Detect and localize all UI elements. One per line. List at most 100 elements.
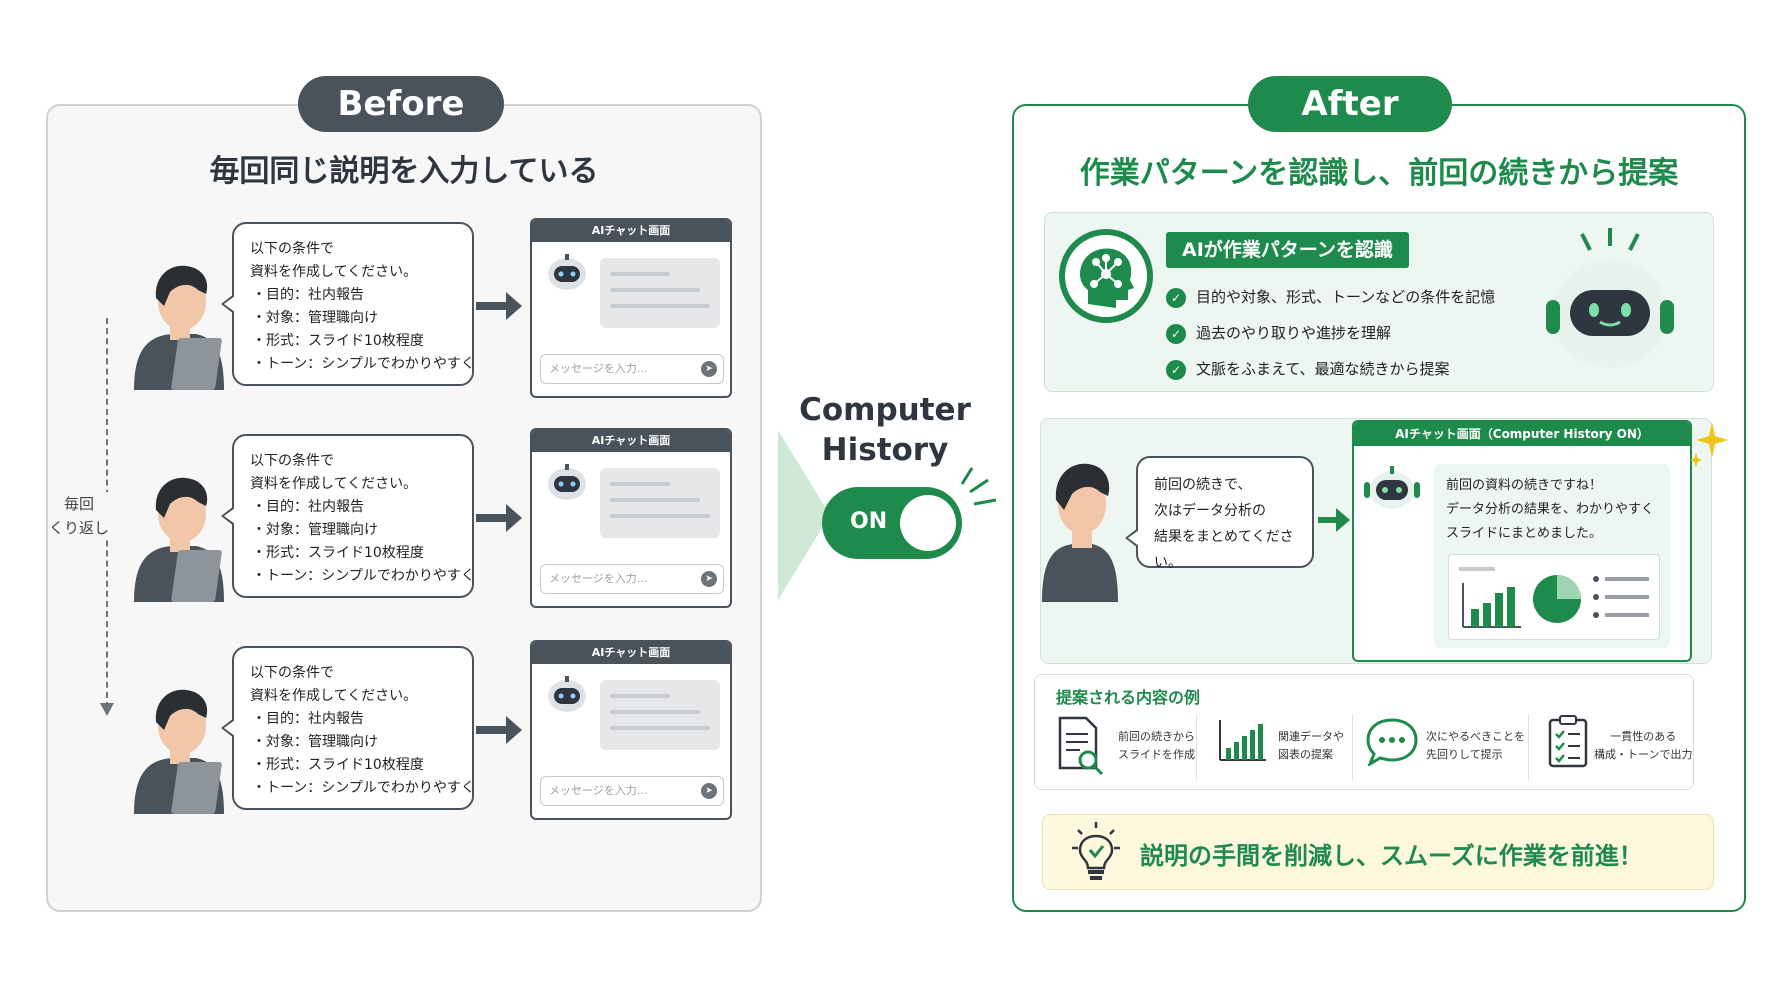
chat-window-title: AIチャット画面 <box>532 430 730 452</box>
before-title: 毎回同じ説明を入力している <box>209 154 599 189</box>
repeat-arrow-head <box>100 703 114 716</box>
ai-message-placeholder <box>600 258 720 328</box>
ai-chat-window: AIチャット画面 メッセージを入力...➤ <box>530 218 732 398</box>
after-badge: After <box>1248 76 1452 132</box>
right-arrow-icon <box>476 292 522 320</box>
prompt-item: ・対象：管理職向け <box>252 734 378 750</box>
example-divider <box>1528 714 1529 780</box>
example-divider <box>1196 714 1197 780</box>
person-icon <box>134 265 224 390</box>
right-arrow-icon <box>476 716 522 744</box>
ai-message-placeholder <box>600 680 720 750</box>
toggle-spark-icon <box>960 467 997 506</box>
repeat-label-2: くり返し <box>48 519 109 537</box>
checklist-icon <box>1548 715 1588 768</box>
prompt-line: 以下の条件で <box>250 453 334 469</box>
prompt-item: ・トーン：シンプルでわかりやすく <box>252 780 475 796</box>
generated-slide <box>1448 554 1660 640</box>
example-divider <box>1352 714 1353 780</box>
before-badge: Before <box>298 76 504 132</box>
repeat-label-1: 毎回 <box>63 495 94 513</box>
document-search-icon <box>1058 716 1104 776</box>
user-prompt-bubble: 以下の条件で 資料を作成してください。 ・目的：社内報告 ・対象：管理職向け ・… <box>221 434 475 598</box>
robot-icon <box>548 254 586 290</box>
prompt-line: 資料を作成してください。 <box>250 476 418 492</box>
example-text: 次にやるべきことを先回りして提示 <box>1426 730 1525 761</box>
prompt-item: ・目的：社内報告 <box>252 711 364 727</box>
prompt-line: 以下の条件で <box>250 665 334 681</box>
chat-window-title: AIチャット画面（Computer History ON） <box>1354 422 1690 446</box>
prompt-line: 資料を作成してください。 <box>250 264 418 280</box>
prompt-item: ・目的：社内報告 <box>252 287 364 303</box>
reply-line: 前回の資料の続きですね！ <box>1446 478 1603 493</box>
ai-message-placeholder <box>600 468 720 538</box>
computer-history-toggle[interactable]: ON <box>822 487 962 559</box>
sparkle-icon <box>1690 422 1728 468</box>
message-input[interactable]: メッセージを入力...➤ <box>540 776 724 806</box>
ai-chat-window-on: AIチャット画面（Computer History ON） 前回の資料の続きです… <box>1352 420 1692 662</box>
robot-icon <box>548 464 586 500</box>
pie-chart-icon <box>1533 575 1581 623</box>
robot-icon <box>1546 228 1674 368</box>
prompt-item: ・形式：スライド10枚程度 <box>252 757 424 773</box>
repeat-label: 毎回 くり返し <box>48 492 110 540</box>
request-line: 前回の続きで、 <box>1154 477 1252 493</box>
computer-history-label-1: Computer <box>799 392 971 428</box>
request-line: 次はデータ分析の <box>1154 503 1266 519</box>
send-icon[interactable]: ➤ <box>701 783 717 799</box>
chat-bubble-icon <box>1366 718 1418 766</box>
message-input[interactable]: メッセージを入力...➤ <box>540 564 724 594</box>
reply-line: スライドにまとめました。 <box>1446 526 1603 541</box>
prompt-item: ・対象：管理職向け <box>252 310 378 326</box>
right-arrow-icon <box>476 504 522 532</box>
person-icon <box>1042 463 1118 602</box>
toggle-knob <box>900 495 956 551</box>
send-icon[interactable]: ➤ <box>701 571 717 587</box>
prompt-item: ・トーン：シンプルでわかりやすく <box>252 568 475 584</box>
conclusion-text: 説明の手間を削減し、スムーズに作業を前進！ <box>1140 842 1643 870</box>
check-icon: ✓ <box>1166 287 1186 308</box>
check-item-1: ✓目的や対象、形式、トーンなどの条件を記憶 <box>1166 286 1495 308</box>
transition-arrow-icon <box>778 430 830 600</box>
reply-line: データ分析の結果を、わかりやすく <box>1446 502 1655 517</box>
check-item-2: ✓過去のやり取りや進捗を理解 <box>1166 322 1391 344</box>
computer-history-label: Computer History <box>790 390 980 470</box>
example-text: 関連データや図表の提案 <box>1278 730 1344 761</box>
user-request-bubble: 前回の続きで、 次はデータ分析の 結果をまとめてください。 <box>1125 456 1314 571</box>
examples-box <box>1034 674 1694 790</box>
prompt-item: ・対象：管理職向け <box>252 522 378 538</box>
list-lines-icon <box>1593 576 1649 618</box>
toggle-on-label: ON <box>850 509 888 534</box>
example-text: 一貫性のある構成・トーンで出力 <box>1594 730 1693 761</box>
examples-title: 提案される内容の例 <box>1056 688 1201 707</box>
message-input[interactable]: メッセージを入力...➤ <box>540 354 724 384</box>
request-line: 結果をまとめてください。 <box>1154 529 1294 571</box>
prompt-line: 以下の条件で <box>250 241 334 257</box>
person-icon <box>134 477 224 602</box>
chat-window-title: AIチャット画面 <box>532 220 730 242</box>
bar-chart-icon <box>1219 720 1266 761</box>
user-prompt-bubble: 以下の条件で 資料を作成してください。 ・目的：社内報告 ・対象：管理職向け ・… <box>221 646 475 810</box>
send-icon[interactable]: ➤ <box>701 361 717 377</box>
right-arrow-icon <box>1318 508 1350 532</box>
example-text: 前回の続きからスライドを作成 <box>1118 730 1195 761</box>
recognize-badge: AIが作業パターンを認識 <box>1166 232 1409 268</box>
prompt-item: ・形式：スライド10枚程度 <box>252 545 424 561</box>
bar-chart-icon <box>1459 567 1521 628</box>
check-item-3: ✓文脈をふまえて、最適な続きから提案 <box>1166 358 1450 380</box>
user-prompt-bubble: 以下の条件で 資料を作成してください。 ・目的：社内報告 ・対象：管理職向け ・… <box>221 222 475 386</box>
person-icon <box>134 689 224 814</box>
after-title: 作業パターンを認識し、前回の続きから提案 <box>1079 156 1679 191</box>
computer-history-label-2: History <box>821 432 949 468</box>
robot-icon <box>1364 466 1420 509</box>
robot-icon <box>548 676 586 712</box>
check-icon: ✓ <box>1166 323 1186 344</box>
ai-brain-icon <box>1059 229 1153 323</box>
ai-chat-window: AIチャット画面 メッセージを入力...➤ <box>530 428 732 608</box>
prompt-item: ・トーン：シンプルでわかりやすく <box>252 356 475 372</box>
chat-window-title: AIチャット画面 <box>532 642 730 664</box>
check-icon: ✓ <box>1166 359 1186 380</box>
lightbulb-icon <box>1072 822 1120 880</box>
conclusion-banner <box>1042 814 1714 890</box>
prompt-item: ・形式：スライド10枚程度 <box>252 333 424 349</box>
